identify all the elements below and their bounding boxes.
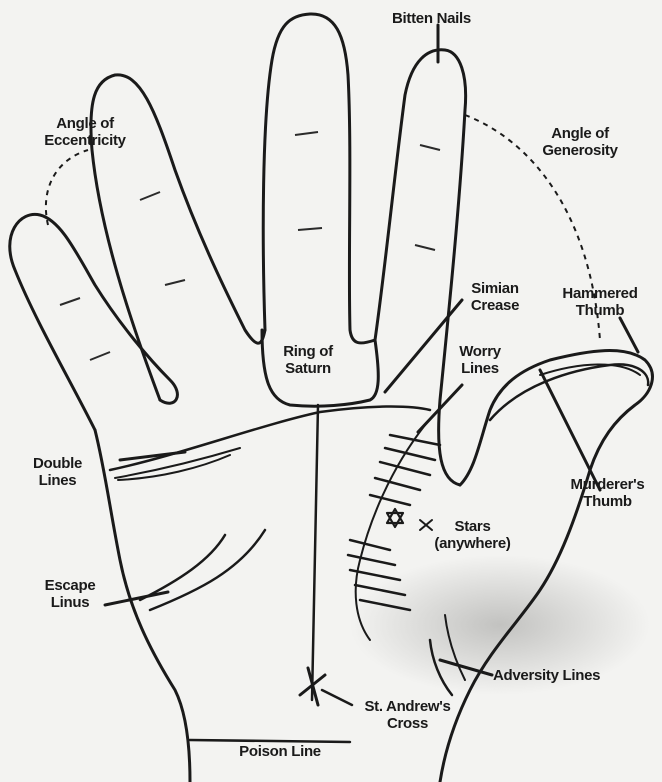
label-poison-line: Poison Line: [220, 743, 340, 760]
heart-line: [110, 406, 430, 470]
finger-crease: [295, 132, 318, 135]
palm-base-line: [190, 740, 350, 742]
fate-line: [312, 405, 318, 700]
escape-lines-pointer: [105, 592, 168, 605]
escape-line-2: [150, 530, 265, 610]
finger-crease: [298, 228, 322, 230]
little-finger-outline: [10, 214, 178, 430]
label-escape-lines: Escape Linus: [30, 577, 110, 611]
finger-crease: [140, 192, 160, 200]
murderers-thumb-pointer: [540, 370, 600, 490]
label-angle-of-generosity: Angle of Generosity: [520, 125, 640, 159]
finger-crease: [415, 245, 435, 250]
finger-crease: [165, 280, 185, 285]
label-stars: Stars (anywhere): [420, 518, 525, 552]
middle-finger-outline: [263, 14, 375, 343]
hammered-thumb-pointer: [620, 318, 638, 352]
label-bitten-nails: Bitten Nails: [392, 10, 471, 27]
label-hammered-thumb: Hammered Thumb: [545, 285, 655, 319]
label-st-andrews-cross: St. Andrew's Cross: [350, 698, 465, 732]
label-double-lines: Double Lines: [20, 455, 95, 489]
label-simian-crease: Simian Crease: [455, 280, 535, 314]
label-adversity-lines: Adversity Lines: [493, 667, 600, 684]
label-ring-of-saturn: Ring of Saturn: [268, 343, 348, 377]
star-symbol: [387, 509, 403, 527]
label-angle-of-eccentricity: Angle of Eccentricity: [25, 115, 145, 149]
index-finger-outline: [375, 50, 466, 485]
finger-crease: [90, 352, 110, 360]
angle-eccentricity-arc: [46, 150, 88, 225]
label-murderers-thumb: Murderer's Thumb: [555, 476, 660, 510]
st-andrews-cross-pointer: [322, 690, 352, 705]
escape-line-1: [140, 535, 225, 600]
label-worry-lines: Worry Lines: [440, 343, 520, 377]
finger-crease: [420, 145, 440, 150]
thumb-inner-curve-2: [540, 364, 640, 375]
finger-crease: [60, 298, 80, 305]
